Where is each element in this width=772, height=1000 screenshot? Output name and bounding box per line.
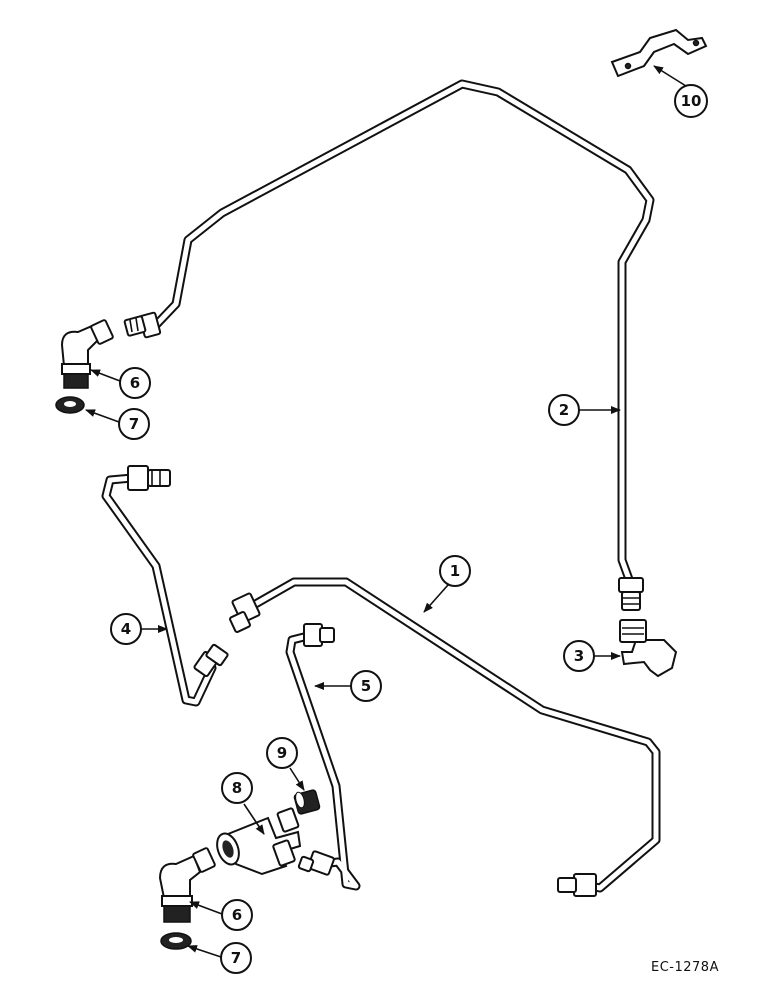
callout-2: 2 [548, 394, 580, 426]
drawing-reference-code: EC-1278A [651, 960, 719, 975]
washer-part-7-upper [55, 396, 85, 414]
svg-text:9: 9 [277, 744, 287, 762]
washer-part-7-lower [160, 932, 192, 950]
callout-7-lower: 7 [220, 942, 252, 974]
svg-text:10: 10 [681, 92, 702, 110]
svg-text:3: 3 [574, 647, 584, 665]
svg-text:8: 8 [232, 779, 242, 797]
pipe-part-4 [101, 473, 217, 707]
svg-text:1: 1 [450, 562, 460, 580]
elbow-fitting-part-6-lower [158, 847, 216, 923]
pipe-4-upper-nut [127, 465, 171, 491]
svg-text:4: 4 [121, 620, 131, 638]
callout-1: 1 [439, 555, 471, 587]
pipe-part-5 [285, 631, 361, 891]
leader-lines [85, 65, 687, 958]
bracket-part-10 [610, 28, 708, 78]
callout-5: 5 [350, 670, 382, 702]
callout-8: 8 [221, 772, 253, 804]
pipe-1-left-nut [229, 592, 261, 633]
svg-text:6: 6 [130, 374, 140, 392]
pipe-5-upper-nut [303, 623, 335, 647]
elbow-fitting-part-3 [619, 619, 678, 678]
pipe-5-lower-nut [297, 850, 335, 876]
pipe-4-lower-nut [193, 643, 229, 677]
pipe-part-2 [151, 79, 655, 587]
cap-part-9 [293, 789, 321, 815]
svg-text:7: 7 [231, 949, 241, 967]
pipe-1-right-nut [557, 873, 597, 897]
callout-4: 4 [110, 613, 142, 645]
callout-6-lower: 6 [221, 899, 253, 931]
svg-text:7: 7 [129, 415, 139, 433]
tee-fitting-part-8 [216, 807, 302, 876]
callout-9: 9 [266, 737, 298, 769]
svg-text:2: 2 [559, 401, 569, 419]
elbow-fitting-part-6-upper [60, 319, 114, 389]
svg-text:5: 5 [361, 677, 371, 695]
callout-6-upper: 6 [119, 367, 151, 399]
svg-text:6: 6 [232, 906, 242, 924]
pipe-2-end-nut [123, 311, 162, 339]
callout-7-upper: 7 [118, 408, 150, 440]
callout-3: 3 [563, 640, 595, 672]
callout-10: 10 [674, 84, 708, 118]
pipe-part-1 [247, 577, 661, 893]
pipe-2-lower-nut [618, 577, 644, 611]
